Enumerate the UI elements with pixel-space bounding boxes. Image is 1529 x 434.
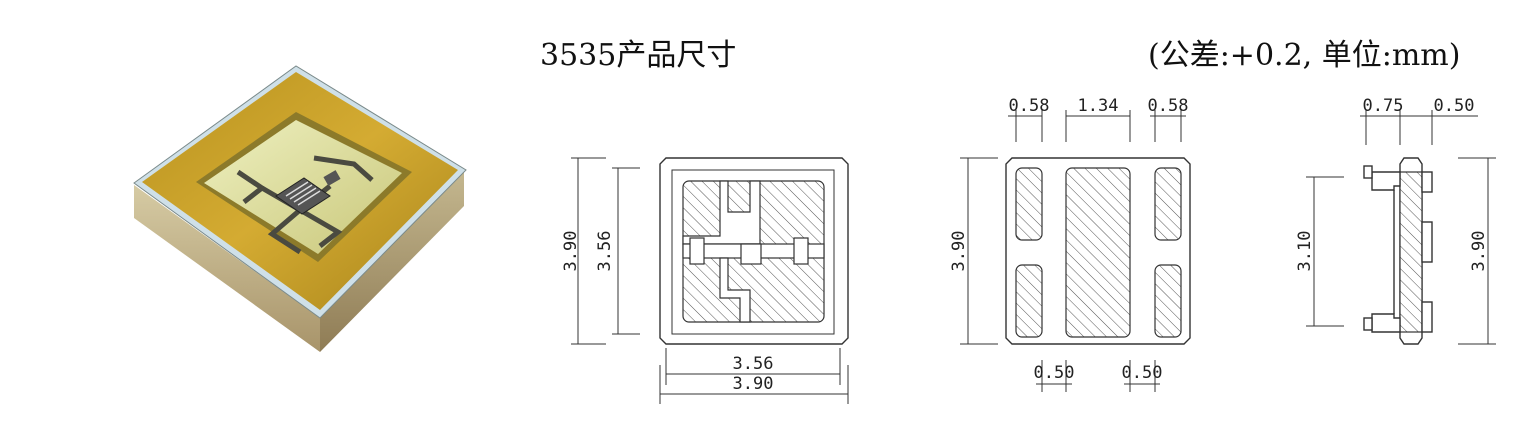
pad-bottom-right [1154,264,1182,338]
body-offset-label: 0.50 [1434,96,1475,116]
bottom-view-dim-lines [960,110,1186,392]
tolerance-note: (公差:+0.2, 单位:mm) [1148,38,1461,73]
top-outer-height-label: 3.90 [561,231,581,272]
bottom-height-label: 3.90 [949,231,969,272]
bottom-view: 0.58 1.34 0.58 3.90 0.50 0.50 [949,96,1191,392]
side-view-leads [1363,165,1433,333]
chip-lines [285,181,321,206]
lead-width-label: 0.75 [1363,96,1404,116]
top-inner-width-label: 3.56 [733,354,774,374]
top-outer-width-label: 3.90 [733,374,774,394]
package-3d-render [133,65,467,352]
top-view-pads [682,180,825,323]
side-view: 0.75 0.50 3.10 3.90 [1295,96,1496,345]
center-pad-width-label: 1.34 [1078,96,1119,116]
pad-width-left-label: 0.58 [1009,96,1050,116]
side-view-section [1399,171,1423,333]
zener-die [323,170,341,186]
side-height-label: 3.90 [1469,231,1489,272]
top-view-dim-lines [571,157,849,404]
product-title: 3535产品尺寸 [540,38,737,73]
top-view-lens-frame [671,169,835,335]
pad-width-right-label: 0.58 [1148,96,1189,116]
top-view: 3.90 3.56 3.56 3.90 [561,157,849,404]
pad-center [1065,167,1131,338]
package-side-left [134,185,320,352]
gap-left-label: 0.50 [1034,363,1075,383]
gap-right-label: 0.50 [1122,363,1163,383]
pad-bottom-left [1015,264,1043,338]
package-side-right [320,172,464,352]
lead-span-label: 3.10 [1295,231,1315,272]
side-view-dim-lines [1306,110,1496,345]
pad-top-left [1015,167,1043,241]
pad-top-right [1154,167,1182,241]
top-inner-height-label: 3.56 [595,231,615,272]
